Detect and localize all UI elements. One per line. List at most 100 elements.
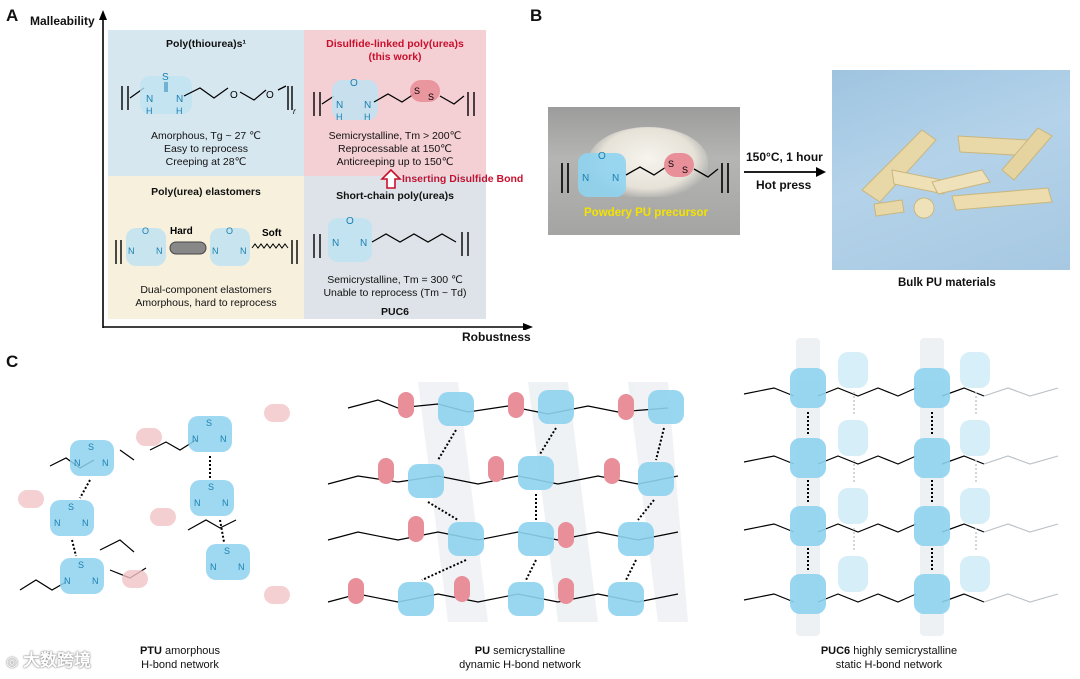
svg-text:N: N (156, 246, 163, 256)
svg-text:S: S (68, 502, 74, 512)
svg-text:N: N (102, 458, 109, 468)
svg-text:N: N (54, 518, 61, 528)
panel-a-axes (99, 10, 533, 330)
svg-text:S: S (78, 560, 84, 570)
svg-text:N: N (240, 246, 247, 256)
quadrant-line: Reprocessable at 150℃ (338, 143, 452, 155)
powder-structure: N O N S S (561, 151, 729, 197)
caption-bold: PTU (139, 645, 162, 657)
svg-text:N: N (332, 238, 339, 249)
quadrant-line: Semicrystalline, Tm > 200℃ (328, 130, 462, 142)
powder-photo: N O N S S Powdery PU precursor (548, 107, 740, 235)
svg-text:S: S (682, 165, 688, 175)
svg-text:S: S (414, 86, 420, 96)
caption-bold: PU (474, 645, 491, 657)
svg-text:N: N (146, 94, 153, 105)
caption-rest: semicrystalline (490, 645, 566, 657)
svg-text:H: H (176, 106, 183, 116)
svg-text:N: N (128, 246, 135, 256)
hard-label: Hard (170, 226, 193, 237)
caption-bold: PUC6 (820, 645, 851, 657)
process-arrow-icon (744, 167, 826, 177)
caption-line2: H-bond network (141, 659, 219, 671)
svg-text:N: N (92, 576, 99, 586)
svg-text:S: S (88, 442, 94, 452)
svg-text:N: N (212, 246, 219, 256)
svg-text:H: H (364, 112, 371, 122)
svg-text:N: N (612, 173, 619, 184)
svg-text:N: N (194, 498, 201, 508)
quadrant-line: Amorphous, hard to reprocess (135, 297, 277, 309)
svg-text:N: N (238, 562, 245, 572)
pu-network (327, 382, 688, 622)
quadrant-line: Semicrystalline, Tm = 300 ℃ (327, 274, 463, 286)
bulk-label: Bulk PU materials (898, 277, 996, 289)
svg-text:N: N (192, 434, 199, 444)
svg-text:H: H (146, 106, 153, 116)
svg-text:O: O (226, 226, 233, 236)
svg-text:S: S (208, 482, 214, 492)
svg-text:O: O (350, 78, 358, 89)
svg-text:N: N (82, 518, 89, 528)
svg-text:O: O (266, 90, 274, 101)
quadrant-line: Amorphous, Tg ~ 27 ℃ (151, 130, 261, 142)
caption-line2: dynamic H-bond network (459, 659, 581, 671)
condition-top: 150°C, 1 hour (746, 150, 823, 164)
quadrant-title: Poly(thiourea)s¹ (166, 38, 246, 50)
quadrant-disulfide-polyurea: Disulfide-linked poly(urea)s (this work)… (304, 30, 486, 176)
caption-rest: amorphous (161, 645, 221, 657)
svg-text:S: S (162, 72, 169, 83)
svg-text:H: H (336, 112, 343, 122)
quadrant-polyurea-elastomers: Poly(urea) elastomers N O N Hard N O N S… (108, 176, 304, 319)
caption-rest: highly semicrystalline (850, 645, 958, 657)
quadrant-short-chain-polyurea: Short-chain poly(urea)s N O N Semicrysta… (304, 176, 486, 319)
caption-puc6: PUC6 highly semicrystalline static H-bon… (784, 644, 994, 672)
quadrant-line: Easy to reprocess (163, 143, 249, 155)
svg-text:S: S (428, 92, 434, 102)
svg-text:N: N (210, 562, 217, 572)
quadrant-poly-thiourea: Poly(thiourea)s¹ N H S N H O O n Amorpho… (108, 30, 304, 176)
panel-a-letter: A (6, 6, 19, 25)
disulfide-polyurea-structure: N H O N H S S (313, 78, 475, 122)
caption-pu: PU semicrystalline dynamic H-bond networ… (420, 644, 620, 672)
quadrant-subtitle: (this work) (368, 51, 422, 63)
quadrant-title: Disulfide-linked poly(urea)s (326, 38, 464, 50)
svg-text:N: N (360, 238, 367, 249)
watermark: ◎ 大数跨境 (6, 646, 91, 671)
quadrant-line: Creeping at 28℃ (165, 156, 247, 168)
svg-text:O: O (598, 151, 606, 162)
quadrant-line: Anticreeping up to 150℃ (336, 156, 454, 168)
soft-label: Soft (262, 228, 282, 239)
thiourea-structure: N H S N H O O n (121, 72, 296, 116)
ptu-network: NSN NSN NSN NSN NSN NSN (18, 404, 290, 604)
up-arrow-icon (380, 168, 402, 189)
quadrant-title: Poly(urea) elastomers (151, 186, 261, 198)
elastomer-structure: N O N Hard N O N Soft (115, 226, 298, 266)
svg-text:N: N (364, 100, 371, 111)
quadrant-title: Short-chain poly(urea)s (336, 190, 454, 202)
quadrant-line: Dual-component elastomers (140, 284, 272, 296)
short-chain-structure: N O N (313, 216, 469, 262)
powder-label: Powdery PU precursor (584, 207, 708, 219)
x-axis-label: Robustness (462, 330, 531, 344)
svg-text:N: N (74, 458, 81, 468)
svg-text:N: N (64, 576, 71, 586)
caption-line2: static H-bond network (835, 659, 943, 671)
svg-text:O: O (230, 90, 238, 101)
svg-text:N: N (222, 498, 229, 508)
puc6-network (743, 338, 1059, 636)
svg-text:O: O (142, 226, 149, 236)
caption-ptu: PTU amorphous H-bond network (100, 644, 260, 672)
quadrant-line: Unable to reprocess (Tm ~ Td) (323, 287, 467, 299)
bulk-photo (832, 70, 1070, 270)
svg-text:S: S (668, 159, 674, 169)
panel-b-letter: B (530, 6, 543, 25)
wechat-icon: ◎ (6, 653, 19, 669)
insert-disulfide-label: Inserting Disulfide Bond (402, 173, 524, 185)
condition-bottom: Hot press (756, 178, 812, 192)
svg-text:N: N (176, 94, 183, 105)
panel-c-letter: C (6, 352, 19, 371)
bulk-pieces (861, 127, 1053, 219)
puc6-label: PUC6 (380, 306, 409, 318)
watermark-text: 大数跨境 (22, 651, 91, 670)
